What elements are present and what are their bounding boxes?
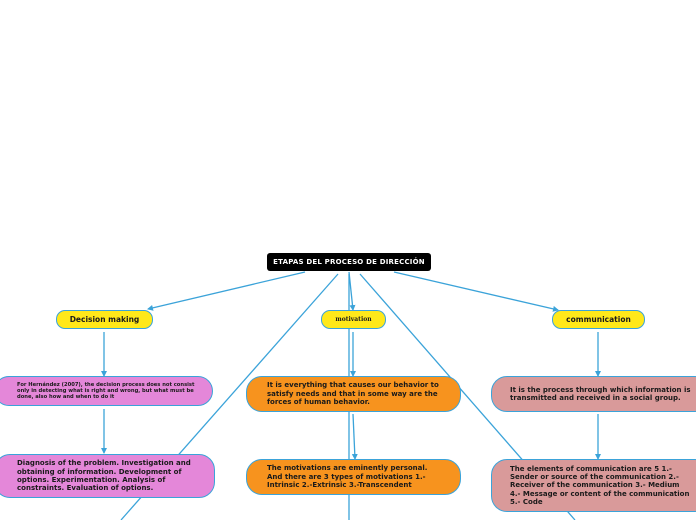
motivation-node[interactable]: motivation — [321, 310, 386, 329]
link-root-communication — [393, 271, 559, 312]
link-root-motivation — [348, 271, 356, 311]
root-node[interactable]: ETAPAS DEL PROCESO DE DIRECCIÓN — [267, 253, 431, 271]
link-motivation-detail2 — [351, 413, 358, 460]
motivation-types-node[interactable]: The motivations are eminently personal. … — [246, 459, 461, 495]
decision-steps-node[interactable]: Diagnosis of the problem. Investigation … — [0, 454, 215, 498]
communication-elements-node[interactable]: The elements of communication are 5 1.- … — [491, 459, 696, 512]
decision-making-node[interactable]: Decision making — [56, 310, 153, 329]
communication-node[interactable]: communication — [552, 310, 645, 329]
link-root-decision — [147, 271, 306, 311]
communication-definition-node[interactable]: It is the process through which informat… — [491, 376, 696, 412]
decision-definition-node[interactable]: For Hernández (2007), the decision proce… — [0, 376, 213, 406]
motivation-definition-node[interactable]: It is everything that causes our behavio… — [246, 376, 461, 412]
